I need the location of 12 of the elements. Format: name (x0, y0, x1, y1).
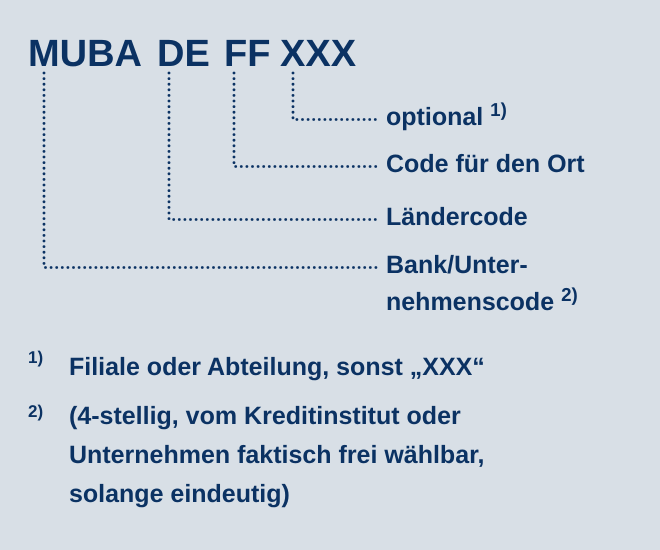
code-part-label: XXX (280, 35, 356, 73)
field-description: Ländercode (380, 199, 528, 236)
footnote-marker: 2) (28, 403, 44, 420)
footnote-marker: 1) (28, 349, 44, 366)
field-description: optional $^{1)}$ (380, 99, 507, 136)
field-description: Bank/Unter- nehmenscode $^{2)}$ (380, 247, 620, 321)
footnote-text: (4-stellig, vom Kreditinstitut oder Unternehmen faktisch frei wählbar, solange eindeutig) (69, 401, 486, 510)
code-part-label: DE (157, 35, 210, 73)
code-part-label: FF (224, 35, 270, 73)
field-description: Code für den Ort (380, 146, 585, 183)
footnote-text: Filiale oder Abteilung, sonst „XXX“ (69, 352, 485, 383)
code-part-label: MUBA (28, 35, 142, 73)
